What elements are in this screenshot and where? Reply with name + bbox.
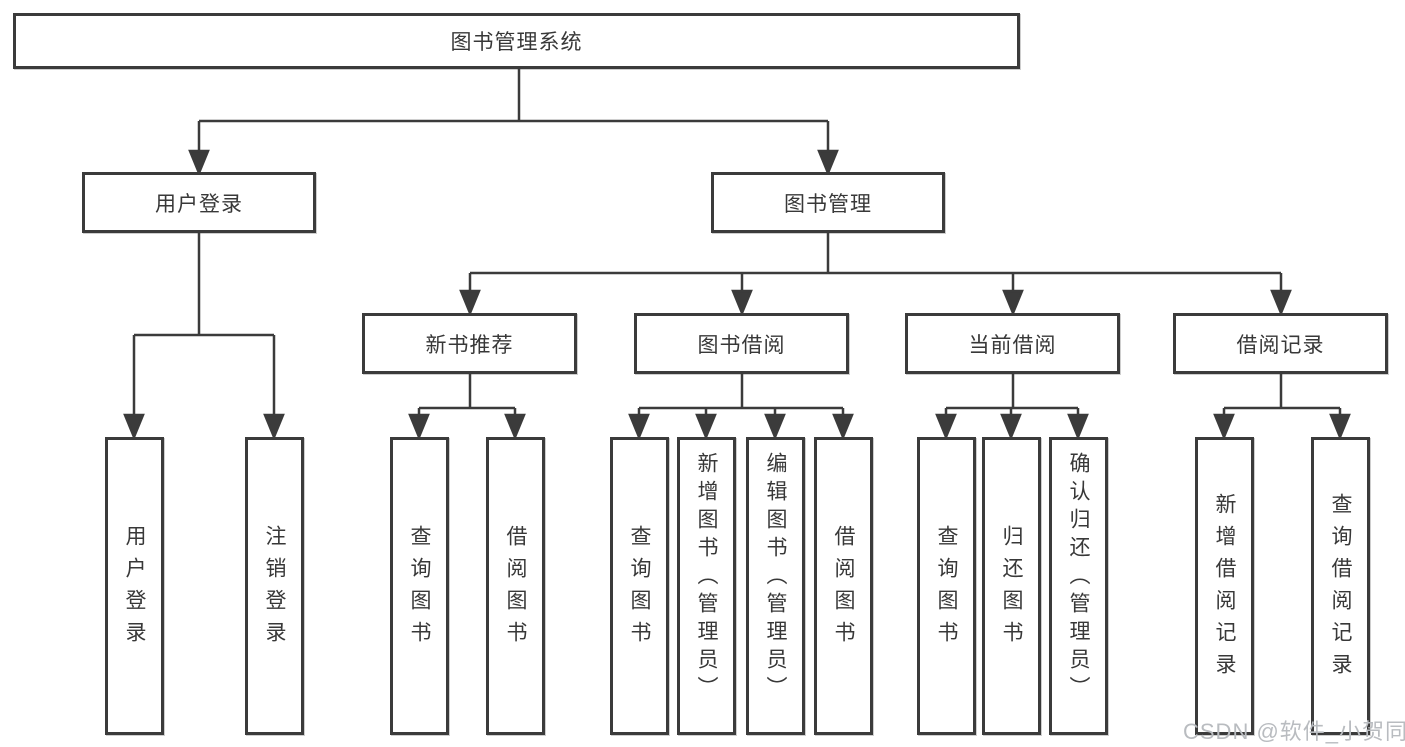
node-current-borrow: 当前借阅 (905, 313, 1120, 374)
arrowhead-icon (408, 413, 430, 441)
leaf-return-book: 归还图书 (982, 437, 1041, 735)
arrowhead-icon (1002, 289, 1024, 317)
node-user-login: 用户登录 (82, 172, 316, 233)
leaf-borrow-books-recommend: 借阅图书 (486, 437, 545, 735)
arrowhead-icon (832, 413, 854, 441)
connector-book-management-to-level3 (459, 233, 1292, 317)
leaf-add-borrow-record: 新增借阅记录 (1195, 437, 1254, 735)
node-book-borrow: 图书借阅 (634, 313, 849, 374)
leaf-query-borrow-record: 查询借阅记录 (1311, 437, 1370, 735)
leaf-query-books-borrow: 查询图书 (610, 437, 669, 735)
arrowhead-icon (817, 149, 839, 177)
connector-user-login-to-leaves (123, 233, 285, 441)
leaf-user-login: 用户登录 (105, 437, 164, 735)
arrowhead-icon (764, 413, 786, 441)
arrowhead-icon (935, 413, 957, 441)
arrowhead-icon (1000, 413, 1022, 441)
connector-recommend-to-leaves (408, 374, 526, 441)
connector-records-to-leaves (1213, 374, 1351, 441)
node-library-system: 图书管理系统 (13, 13, 1020, 69)
leaf-query-books-recommend: 查询图书 (390, 437, 449, 735)
connector-borrow-to-leaves (628, 374, 854, 441)
arrowhead-icon (695, 413, 717, 441)
node-borrow-records: 借阅记录 (1173, 313, 1388, 374)
connector-current-to-leaves (935, 374, 1089, 441)
leaf-edit-book-admin: 编辑图书（管理员） (746, 437, 805, 735)
leaf-logout: 注销登录 (245, 437, 304, 735)
arrowhead-icon (1270, 289, 1292, 317)
arrowhead-icon (628, 413, 650, 441)
arrowhead-icon (1067, 413, 1089, 441)
arrowhead-icon (504, 413, 526, 441)
leaf-confirm-return-admin: 确认归还（管理员） (1049, 437, 1108, 735)
watermark: CSDN @软件_小贺同学 (1183, 719, 1405, 744)
arrowhead-icon (459, 289, 481, 317)
node-new-book-recommend: 新书推荐 (362, 313, 577, 374)
leaf-borrow-books: 借阅图书 (814, 437, 873, 735)
connector-root-to-level2 (188, 68, 839, 177)
arrowhead-icon (1329, 413, 1351, 441)
arrowhead-icon (731, 289, 753, 317)
leaf-add-book-admin: 新增图书（管理员） (677, 437, 736, 735)
leaf-query-books-current: 查询图书 (917, 437, 976, 735)
arrowhead-icon (263, 413, 285, 441)
node-book-management: 图书管理 (711, 172, 945, 233)
arrowhead-icon (123, 413, 145, 441)
arrowhead-icon (188, 149, 210, 177)
arrowhead-icon (1213, 413, 1235, 441)
